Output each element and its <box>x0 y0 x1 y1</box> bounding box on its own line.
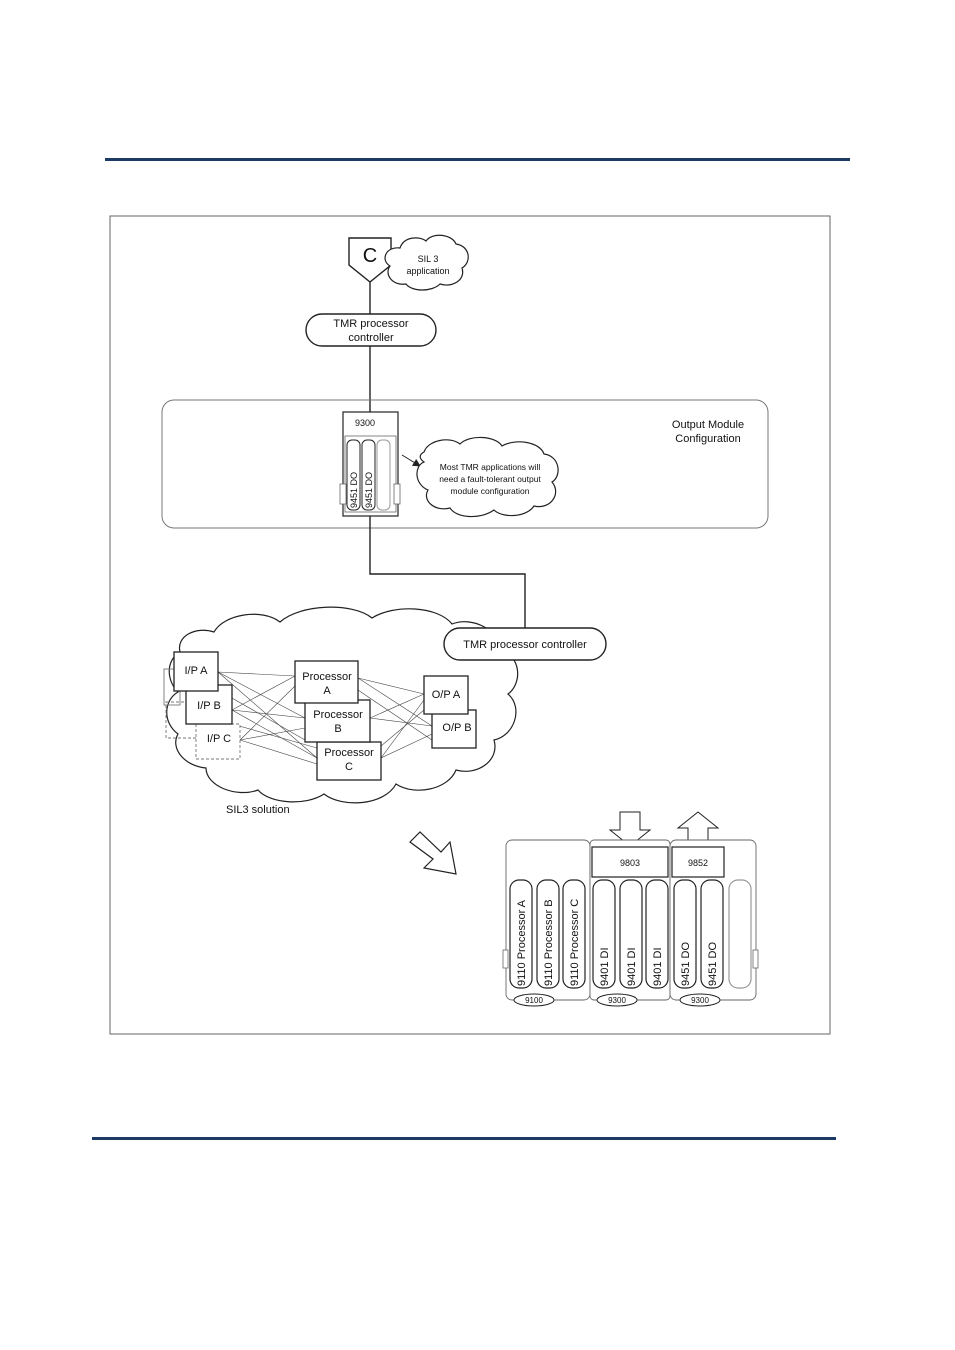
output-a-label: O/P A <box>432 689 461 701</box>
input-arrow <box>608 811 652 847</box>
output-chassis-label: 9300 <box>355 418 375 428</box>
input-a-label: I/P A <box>184 665 208 677</box>
mid-tmr-controller: TMR processor controller <box>443 627 607 661</box>
rack-module-2: 9110 Processor B <box>543 899 555 986</box>
output-note-line3: module configuration <box>451 486 530 496</box>
output-config-title-line1: Output Module <box>672 419 744 431</box>
sil3-note-line2: application <box>406 266 449 276</box>
processor-c-line1: Processor <box>324 747 374 759</box>
input-c-label: I/P C <box>207 733 231 745</box>
hardware-rack: 9803 9852 9110 Processor A 9110 Processo… <box>502 811 759 1007</box>
rack-module-3: 9110 Processor C <box>569 899 581 986</box>
figure-frame <box>109 215 831 1035</box>
processor-b-line1: Processor <box>313 709 363 721</box>
sil3-processors: Processor C Processor B Processor A <box>294 660 382 781</box>
output-note-line2: need a fault-tolerant output <box>439 474 541 484</box>
top-controller-line1: TMR processor <box>333 318 409 330</box>
connector-letter: C <box>363 245 377 267</box>
rack-module-8: 9451 DO <box>707 942 719 986</box>
sil3-application-cloud: SIL 3 application <box>384 234 469 291</box>
footer-rule <box>92 1137 836 1140</box>
output-module-1: 9451 DO <box>349 472 359 508</box>
processor-b-line2: B <box>334 723 341 735</box>
base-label-2: 9300 <box>608 996 626 1005</box>
sil3-note-line1: SIL 3 <box>418 254 439 264</box>
output-b-label: O/P B <box>442 722 471 734</box>
output-module-2: 9451 DO <box>364 472 374 508</box>
connector-c: C <box>348 237 392 283</box>
output-note-line1: Most TMR applications will <box>440 462 541 472</box>
input-b-label: I/P B <box>197 700 221 712</box>
output-config-title-line2: Configuration <box>675 433 740 445</box>
sil3-outputs: O/P B O/P A <box>423 675 477 749</box>
mid-controller-label: TMR processor controller <box>463 639 587 651</box>
sil3-mesh-lines <box>217 671 433 765</box>
top-controller-line2: controller <box>348 332 394 344</box>
processor-a-line1: Processor <box>302 671 352 683</box>
rack-module-1: 9110 Processor A <box>516 899 528 986</box>
terminal-board-9852-label: 9852 <box>688 858 708 868</box>
rack-module-6: 9401 DI <box>652 947 664 986</box>
rack-module-4: 9401 DI <box>599 947 611 986</box>
processor-c-line2: C <box>345 761 353 773</box>
rack-module-7: 9451 DO <box>680 942 692 986</box>
terminal-board-9803-label: 9803 <box>620 858 640 868</box>
header-rule <box>105 158 850 161</box>
base-label-1: 9100 <box>525 996 543 1005</box>
top-tmr-controller: TMR processor controller <box>305 313 437 347</box>
sil3-solution-label: SIL3 solution <box>226 804 290 816</box>
rack-module-5: 9401 DI <box>626 947 638 986</box>
terminal-board-9852 <box>671 846 725 878</box>
processor-a-line2: A <box>323 685 331 697</box>
base-label-3: 9300 <box>691 996 709 1005</box>
transition-arrow <box>409 831 457 875</box>
terminal-board-9803 <box>591 846 669 878</box>
output-module-configuration: Output Module Configuration 9300 9451 DO… <box>161 399 769 529</box>
sil3-inputs: I/P C I/P B I/P A <box>163 651 241 760</box>
